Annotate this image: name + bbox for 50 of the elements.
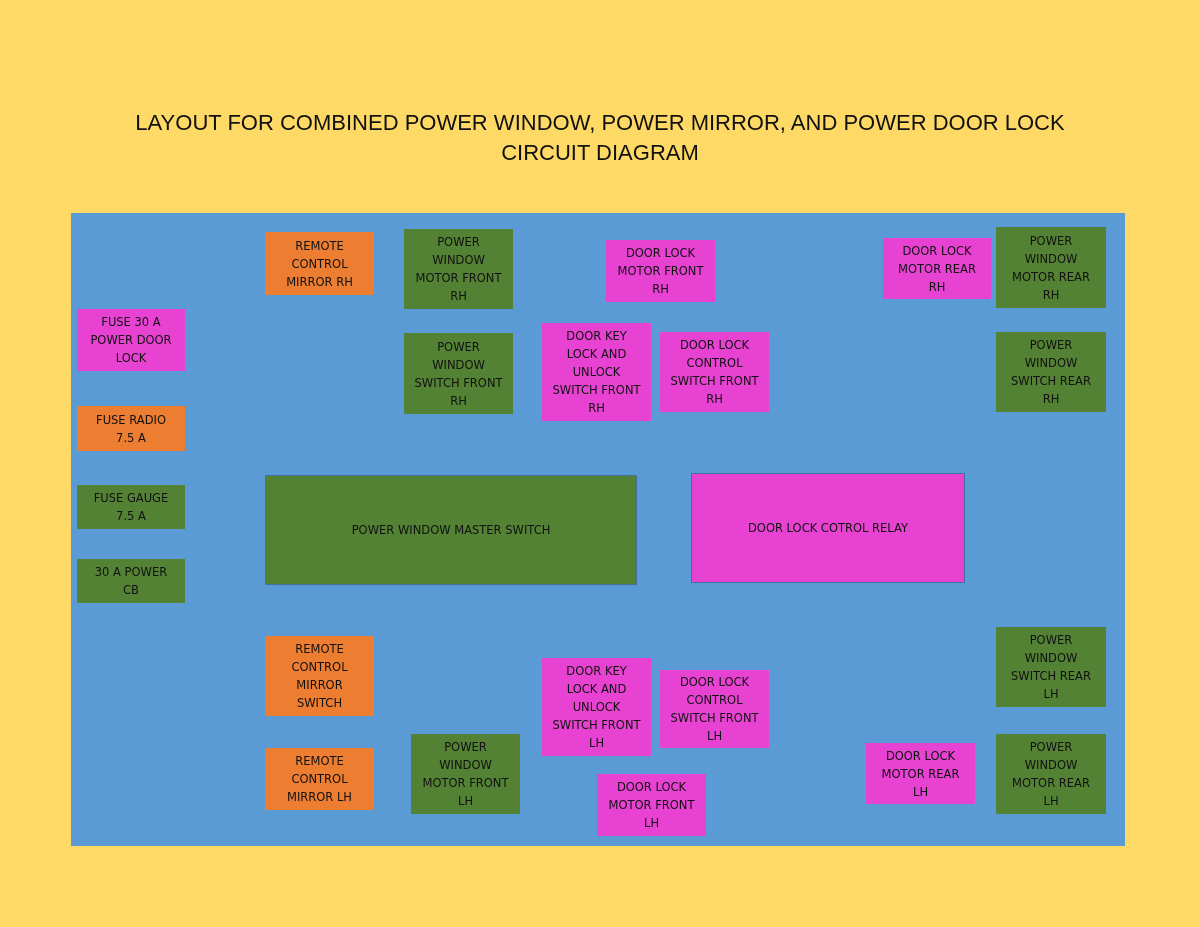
component-label: 30 A POWER CB <box>93 564 169 599</box>
component-box <box>883 238 991 299</box>
component-box <box>77 406 185 451</box>
component-box <box>660 332 769 412</box>
component-box <box>996 332 1106 412</box>
component-label: POWER WINDOW SWITCH REAR LH <box>1010 632 1092 703</box>
component-label: REMOTE CONTROL MIRROR SWITCH <box>290 641 349 712</box>
component-label: FUSE GAUGE 7.5 A <box>92 490 170 525</box>
component-label: DOOR LOCK MOTOR FRONT LH <box>607 779 696 832</box>
component-label: REMOTE CONTROL MIRROR RH <box>285 237 354 291</box>
component-label: POWER WINDOW MOTOR REAR LH <box>1011 739 1091 810</box>
component-label: DOOR LOCK CONTROL SWITCH FRONT RH <box>669 337 760 408</box>
component-label: DOOR KEY LOCK AND UNLOCK SWITCH FRONT LH <box>551 663 642 752</box>
component-box <box>996 227 1106 308</box>
component-label: POWER WINDOW MOTOR FRONT RH <box>414 234 503 305</box>
component-box <box>542 323 651 421</box>
component-box <box>265 748 374 810</box>
component-label: POWER WINDOW SWITCH REAR RH <box>1010 337 1092 408</box>
component-box <box>996 734 1106 814</box>
component-label: DOOR LOCK COTROL RELAY <box>747 520 909 537</box>
component-box <box>691 473 965 583</box>
component-box <box>77 559 185 603</box>
component-label: POWER WINDOW MOTOR FRONT LH <box>421 739 510 810</box>
panel-background <box>71 213 1125 846</box>
component-label: FUSE 30 A POWER DOOR LOCK <box>89 314 173 367</box>
component-box <box>411 734 520 814</box>
component-box <box>660 670 769 748</box>
component-label: DOOR LOCK MOTOR REAR LH <box>880 747 961 801</box>
component-label: POWER WINDOW MOTOR REAR RH <box>1011 232 1091 304</box>
component-box <box>265 475 637 585</box>
component-box <box>996 627 1106 707</box>
component-label: FUSE RADIO 7.5 A <box>95 411 167 447</box>
component-label: POWER WINDOW MASTER SWITCH <box>350 522 552 539</box>
component-label: DOOR LOCK MOTOR REAR RH <box>897 242 977 296</box>
diagram-title: LAYOUT FOR COMBINED POWER WINDOW, POWER MIRROR, AND POWER DOOR LOCK CIRCUIT DIAGRAM <box>134 109 1066 167</box>
component-box <box>77 485 185 529</box>
component-label: REMOTE CONTROL MIRROR LH <box>285 753 353 806</box>
component-box <box>606 240 715 302</box>
component-box <box>866 743 975 804</box>
component-label: DOOR KEY LOCK AND UNLOCK SWITCH FRONT RH <box>551 328 642 417</box>
component-box <box>265 232 374 295</box>
component-label: DOOR LOCK CONTROL SWITCH FRONT LH <box>669 674 760 745</box>
component-box <box>542 658 651 756</box>
component-box <box>404 333 513 414</box>
component-box <box>265 636 374 716</box>
component-label: DOOR LOCK MOTOR FRONT RH <box>616 245 705 298</box>
component-box <box>597 774 706 836</box>
component-label: POWER WINDOW SWITCH FRONT RH <box>413 338 504 410</box>
component-box <box>404 229 513 309</box>
component-box <box>77 309 185 371</box>
